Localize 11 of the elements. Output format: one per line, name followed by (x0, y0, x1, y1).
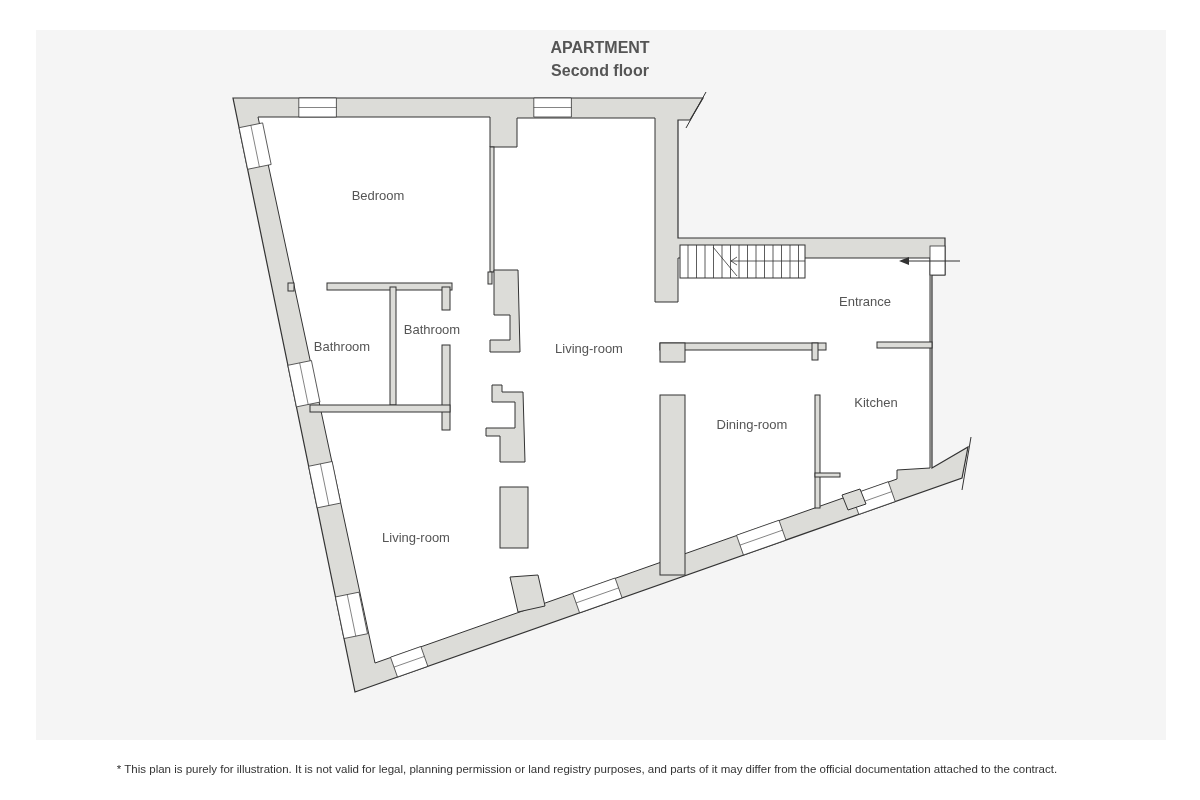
room-label: Bathroom (313, 338, 371, 354)
room-label: Bedroom (351, 187, 405, 203)
room-label: Entrance (839, 293, 891, 309)
subtitle: Second floor (551, 62, 649, 80)
room-label: Bathroom (403, 321, 461, 337)
room-label: Kitchen (854, 394, 898, 410)
room-label: Dining-room (716, 416, 788, 432)
room-label: Living-room (555, 340, 623, 356)
title: APARTMENT (550, 39, 650, 57)
room-label: Living-room (382, 529, 450, 545)
footnote: * This plan is purely for illustration. It is not valid for legal, planning permission or land registry purposes, and parts of it may differ from the official documentation attached to the contract. (116, 763, 1058, 775)
